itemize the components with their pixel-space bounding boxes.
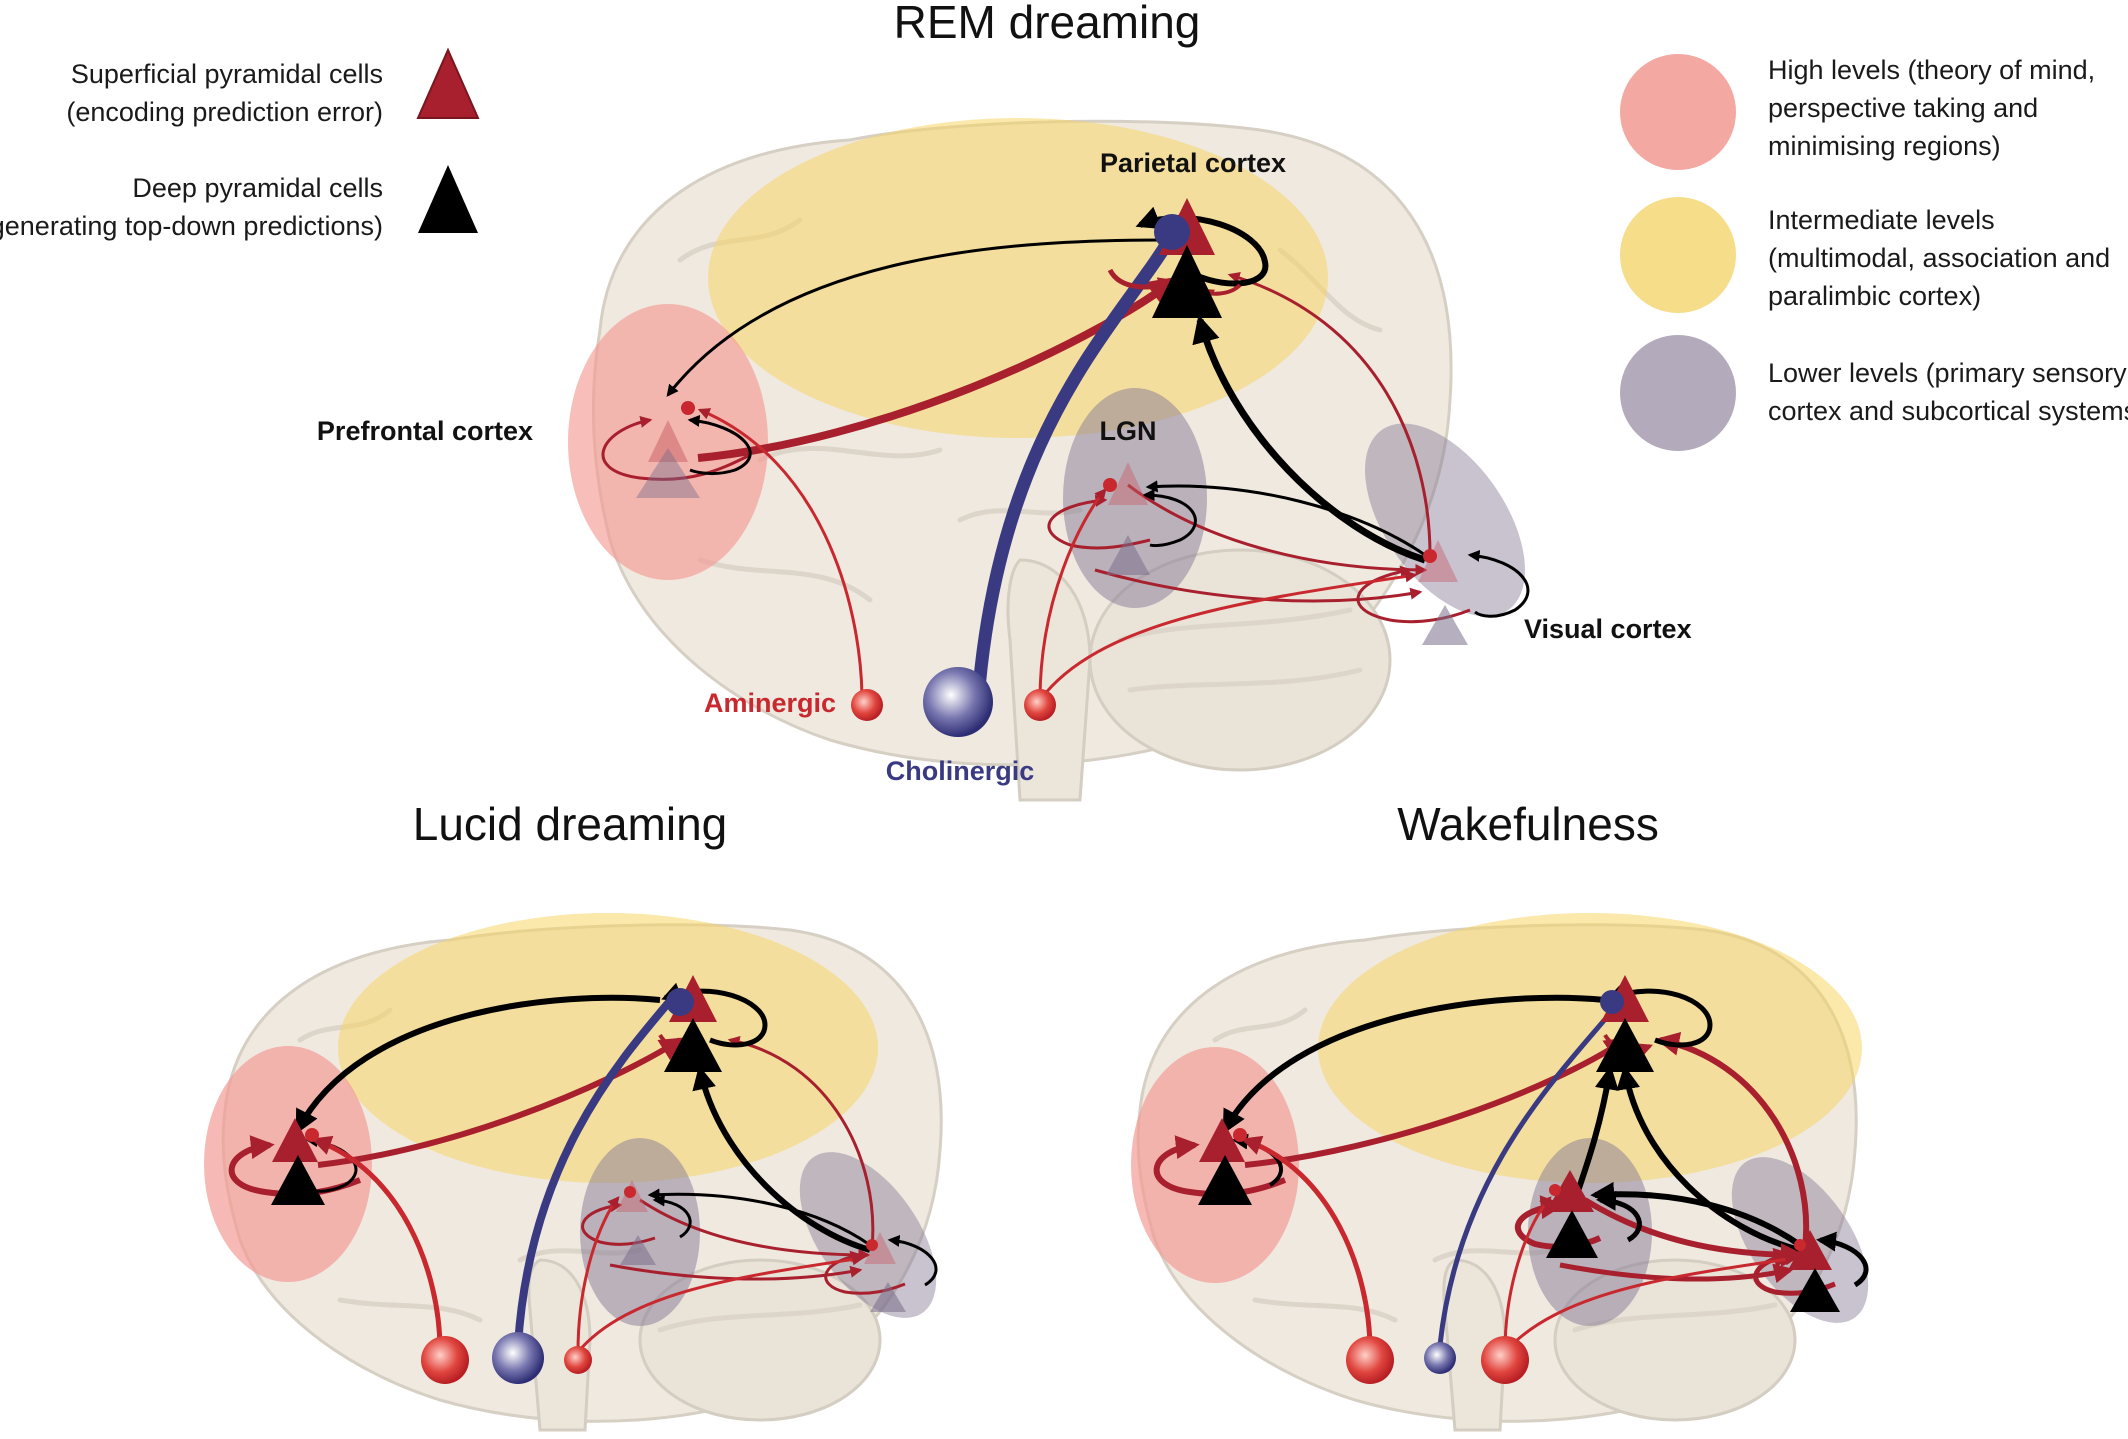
lgn-aminergic-terminal xyxy=(1103,478,1117,492)
legend-deep-cells: Deep pyramidal cells (generating top-dow… xyxy=(0,165,478,241)
cells-lucid xyxy=(271,975,906,1312)
aminergic-source-right xyxy=(1024,689,1056,721)
label-prefrontal-cortex: Prefrontal cortex xyxy=(317,416,533,446)
lucid-parietal-cholinergic-terminal xyxy=(666,988,694,1016)
deep-cell-triangle-icon xyxy=(418,165,478,233)
panel-title-lucid: Lucid dreaming xyxy=(413,798,728,850)
label-parietal-cortex: Parietal cortex xyxy=(1100,148,1286,178)
lgn-lower-level-region xyxy=(1063,388,1207,608)
lucid-aminergic-source-left xyxy=(421,1336,469,1384)
high-level-line1: High levels (theory of mind, xyxy=(1768,55,2095,85)
wake-lgn-aminergic-terminal xyxy=(1549,1184,1561,1196)
legend-superficial-line1: Superficial pyramidal cells xyxy=(71,59,383,89)
wake-lgn-deep-cell xyxy=(1546,1210,1598,1258)
level-legend: High levels (theory of mind, perspective… xyxy=(1620,54,2128,451)
wake-prefrontal-deep-cell xyxy=(1198,1155,1252,1205)
visual-deep-cell xyxy=(1422,605,1468,645)
lower-level-line2: cortex and subcortical systems) xyxy=(1768,396,2128,426)
legend-superficial-line2: (encoding prediction error) xyxy=(66,97,383,127)
panel-title-wake: Wakefulness xyxy=(1397,798,1659,850)
parietal-deep-cell xyxy=(1152,245,1222,318)
wake-visual-aminergic-terminal xyxy=(1794,1239,1806,1251)
legend-deep-line1: Deep pyramidal cells xyxy=(132,173,383,203)
wake-high-level-region xyxy=(1131,1047,1299,1283)
legend-superficial-cells: Superficial pyramidal cells (encoding pr… xyxy=(66,47,480,127)
lgn-superficial-cell xyxy=(1108,462,1148,505)
label-visual-cortex: Visual cortex xyxy=(1524,614,1692,644)
cells-rem xyxy=(636,198,1468,645)
prefrontal-deep-cell xyxy=(636,448,700,498)
visual-superficial-cell xyxy=(1418,540,1458,582)
wake-parietal-deep-cell xyxy=(1596,1018,1654,1072)
parietal-cholinergic-terminal xyxy=(1154,214,1190,250)
lucid-cholinergic-source xyxy=(492,1332,544,1384)
wake-visual-deep-cell xyxy=(1790,1268,1840,1312)
visual-lower-level-region xyxy=(1365,423,1525,617)
wake-cholinergic-source xyxy=(1424,1342,1456,1374)
lucid-visual-deep-cell xyxy=(870,1282,906,1312)
high-level-line3: minimising regions) xyxy=(1768,131,2001,161)
prefrontal-aminergic-terminal xyxy=(681,401,695,415)
wake-prefrontal-aminergic-terminal xyxy=(1233,1128,1247,1142)
aminergic-source-left xyxy=(851,689,883,721)
lgn-deep-cell xyxy=(1106,535,1150,575)
lucid-prefrontal-deep-cell xyxy=(271,1155,325,1205)
lucid-lgn-aminergic-terminal xyxy=(624,1186,636,1198)
wake-aminergic-source-right xyxy=(1481,1336,1529,1384)
lucid-lgn-region xyxy=(580,1138,700,1326)
panel-lucid: Lucid dreaming xyxy=(204,798,943,1432)
lucid-visual-aminergic-terminal xyxy=(866,1239,878,1251)
intermediate-level-region xyxy=(708,118,1328,438)
lower-level-line1: Lower levels (primary sensory xyxy=(1768,358,2127,388)
intermediate-level-line1: Intermediate levels xyxy=(1768,205,1995,235)
cell-type-legend: Superficial pyramidal cells (encoding pr… xyxy=(0,47,480,241)
superficial-cell-triangle-icon xyxy=(416,47,480,119)
visual-aminergic-terminal xyxy=(1423,549,1437,563)
wake-lgn-region xyxy=(1528,1138,1652,1326)
label-lgn: LGN xyxy=(1100,416,1157,446)
high-level-swatch xyxy=(1620,54,1736,170)
lucid-prefrontal-aminergic-terminal xyxy=(305,1128,319,1142)
lower-level-swatch xyxy=(1620,335,1736,451)
intermediate-level-line3: paralimbic cortex) xyxy=(1768,281,1981,311)
wake-visual-superficial-cell xyxy=(1788,1230,1832,1270)
wake-prefrontal-superficial-cell xyxy=(1199,1118,1245,1162)
lucid-parietal-deep-cell xyxy=(664,1018,722,1072)
lucid-prefrontal-superficial-cell xyxy=(272,1118,318,1162)
lucid-high-level-region xyxy=(204,1046,372,1282)
wake-parietal-cholinergic-terminal xyxy=(1600,990,1624,1014)
cholinergic-source xyxy=(923,667,993,737)
label-cholinergic: Cholinergic xyxy=(886,756,1035,786)
high-level-line2: perspective taking and xyxy=(1768,93,2038,123)
wake-aminergic-source-left xyxy=(1346,1336,1394,1384)
panel-wake: Wakefulness xyxy=(1131,798,1869,1432)
high-level-region xyxy=(568,304,768,580)
legend-deep-line2: (generating top-down predictions) xyxy=(0,211,383,241)
intermediate-level-line2: (multimodal, association and xyxy=(1768,243,2110,273)
panel-rem: REM dreaming xyxy=(317,0,1692,802)
prefrontal-superficial-cell xyxy=(648,420,688,462)
lucid-intermediate-level-region xyxy=(338,913,878,1183)
lucid-visual-superficial-cell xyxy=(864,1232,896,1264)
lucid-visual-region xyxy=(799,1152,937,1318)
connections-wake xyxy=(1153,983,1869,1353)
lucid-lgn-deep-cell xyxy=(620,1235,656,1265)
panel-title-rem: REM dreaming xyxy=(894,0,1201,48)
intermediate-level-swatch xyxy=(1620,197,1736,313)
cells-wake xyxy=(1198,975,1840,1312)
lucid-aminergic-source-right xyxy=(564,1346,592,1374)
connections-rem xyxy=(601,206,1530,701)
wake-lgn-superficial-cell xyxy=(1546,1170,1594,1212)
label-aminergic: Aminergic xyxy=(704,688,836,718)
